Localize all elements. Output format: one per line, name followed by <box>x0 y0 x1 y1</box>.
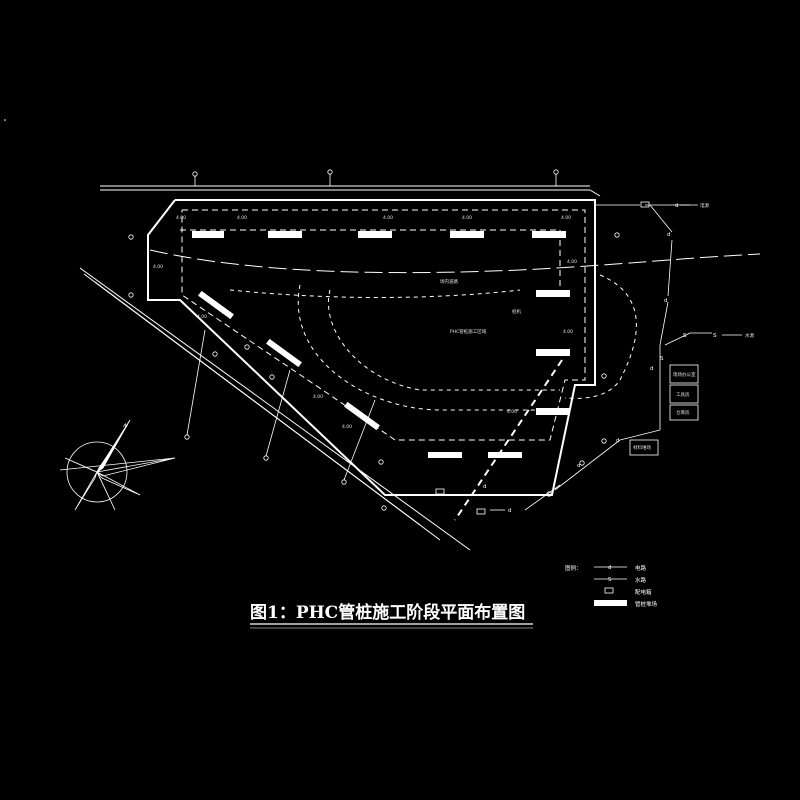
level-label: 4.00 <box>342 424 352 430</box>
level-label: 4.00 <box>563 329 573 335</box>
water-source-label: 水源 <box>745 332 754 339</box>
site-boundary <box>147 199 596 496</box>
material-yard <box>629 439 659 456</box>
legend-item-box: 配电箱 <box>635 588 652 596</box>
site-buildings <box>629 364 699 456</box>
level-label: 4.00 <box>197 314 207 320</box>
north-arrow-icon <box>59 419 176 511</box>
electric-d-symbol: d <box>483 484 487 490</box>
electric-d-symbol: d <box>508 508 512 514</box>
electric-d-symbol: d <box>616 438 620 444</box>
legend-pile-icon <box>594 600 627 606</box>
legend-item-water: 水路 <box>635 576 647 584</box>
diagonal-boundary <box>79 267 471 551</box>
warehouse-label: 仓库房 <box>676 409 690 416</box>
corner-dot <box>4 119 6 121</box>
pile-area-label: PHC管桩施工区域 <box>450 328 487 335</box>
top-boundary-lines <box>100 185 601 197</box>
level-label: 4.00 <box>561 215 571 221</box>
road-label: 场内道路 <box>440 278 458 285</box>
level-label: 4.00 <box>383 215 393 221</box>
warehouse <box>669 404 699 421</box>
level-label: 4.00 <box>153 264 163 270</box>
legend-heading: 图例： <box>565 564 582 572</box>
pile-line-right <box>454 359 563 521</box>
drawing-title: 图1：PHC管桩施工阶段平面布置图 <box>250 602 525 623</box>
water-s-symbol: S <box>683 333 687 339</box>
distribution-boxes <box>435 201 650 515</box>
electric-d-symbol: d <box>675 203 679 209</box>
electric-d-symbol: d <box>667 232 671 238</box>
legend-symbol-s: S <box>608 577 612 583</box>
material-label: 材料堆场 <box>633 444 651 451</box>
pile-machine-label: 桩机 <box>512 308 521 315</box>
office-building <box>669 364 699 384</box>
pile-storage <box>192 231 570 458</box>
electric-d-symbol: d <box>650 366 654 372</box>
electric-d-symbol: d <box>577 463 581 469</box>
pile-storage-diagonal <box>198 290 380 431</box>
level-label: 4.00 <box>176 215 186 221</box>
level-label: 4.00 <box>237 215 247 221</box>
legend-symbol-d: d <box>608 565 612 571</box>
level-labels: 4.00 4.00 4.00 4.00 4.00 4.00 4.00 4.00 … <box>153 215 577 430</box>
source-arrows <box>680 204 742 336</box>
office-label: 现场办公室 <box>673 371 696 378</box>
water-s-symbol: S <box>713 333 717 339</box>
utility-symbols: d d d d d d d d S S S <box>483 203 717 514</box>
legend-box-icon <box>604 587 614 594</box>
level-label: 4.00 <box>507 409 517 415</box>
level-label: 4.00 <box>462 215 472 221</box>
construction-path <box>180 209 586 441</box>
electric-d-symbol: d <box>664 298 668 304</box>
tools-label: 工具房 <box>676 391 690 398</box>
level-label: 4.00 <box>313 394 323 400</box>
legend: 图例： d 电路 S 水路 配电箱 管桩堆场 <box>565 564 658 608</box>
power-source-label: 电源 <box>700 202 709 209</box>
utility-lines <box>490 204 712 511</box>
water-s-symbol: S <box>660 356 664 362</box>
legend-item-electric: 电路 <box>635 564 647 572</box>
north-label: N <box>121 423 128 430</box>
survey-points <box>128 169 620 511</box>
tool-house <box>669 384 699 404</box>
level-label: 4.00 <box>567 259 577 265</box>
site-road <box>149 249 761 411</box>
legend-item-pile: 管桩堆场 <box>635 600 658 608</box>
